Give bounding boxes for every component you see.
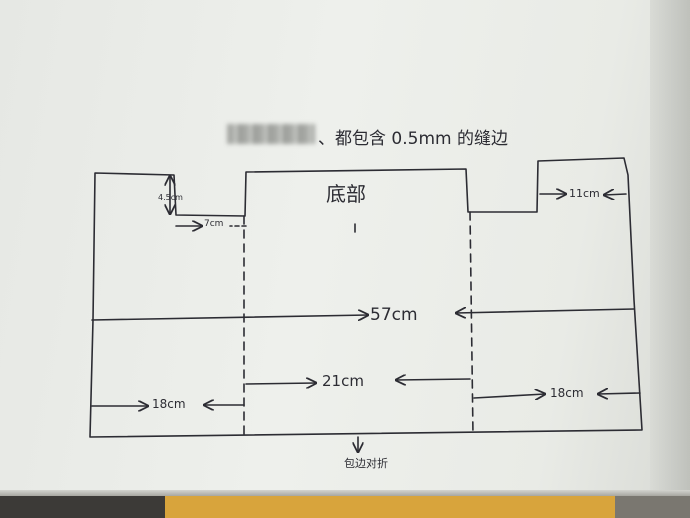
notch-width-label: 7cm (204, 219, 224, 229)
pattern-outline (89, 157, 643, 438)
desk-surface-left (0, 496, 165, 518)
paper-edge (0, 490, 690, 496)
right-notch-arrow-end (604, 194, 627, 195)
notebook-spine (650, 0, 690, 490)
total-width-line-left (91, 315, 368, 321)
desk-surface-right (615, 496, 690, 518)
right-panel-fold-line (469, 211, 474, 436)
redacted-text-blur (227, 124, 315, 144)
right-width-arrow-right (598, 393, 641, 394)
total-width-line-right (456, 309, 635, 313)
middle-width-arrow-right (396, 379, 471, 380)
hem-fold-label: 包边对折 (344, 457, 388, 470)
paper-sheet (0, 0, 690, 496)
left-width-label: 18cm (152, 397, 186, 411)
bottom-label: 底部 (326, 182, 366, 206)
yellow-folder (165, 496, 615, 518)
right-width-arrow-left (473, 394, 545, 398)
notch-depth-label: 4.5cm (158, 193, 183, 202)
middle-width-label: 21cm (322, 372, 364, 390)
total-width-label: 57cm (370, 305, 418, 325)
header-note: 、都包含 0.5mm 的缝边 (318, 129, 508, 149)
right-width-label: 18cm (550, 386, 584, 400)
right-notch-label: 11cm (569, 187, 600, 200)
middle-width-arrow-left (245, 383, 316, 384)
